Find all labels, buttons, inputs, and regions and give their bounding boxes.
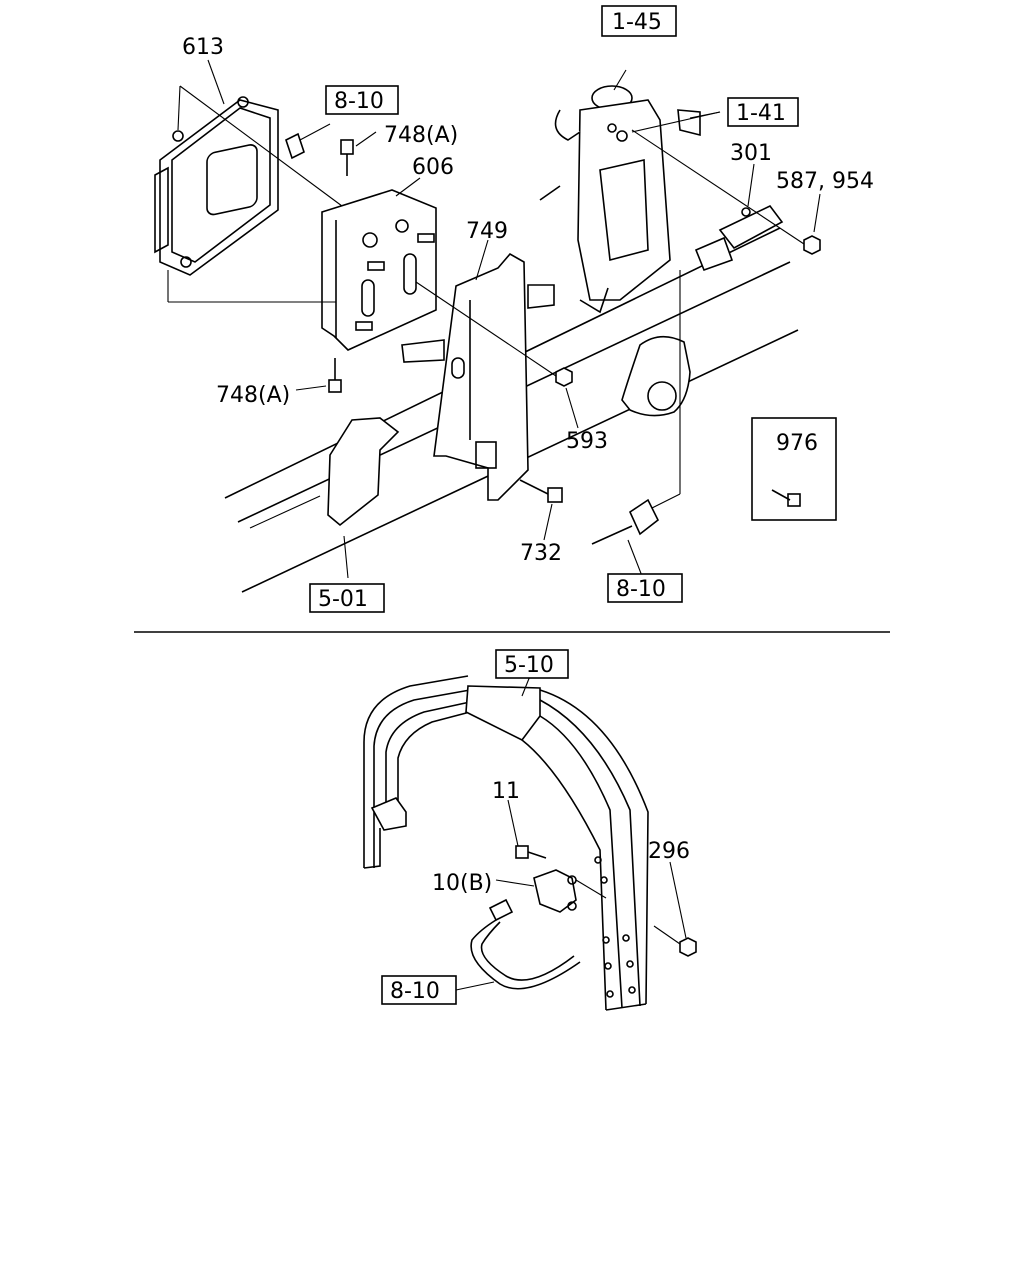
lead-wire <box>470 898 581 990</box>
ref-5-01: 5-01 <box>318 587 368 612</box>
fuel-filter-assembly <box>539 85 701 314</box>
leader-lines-upper <box>167 59 821 579</box>
callout-748a-top: 748(A) <box>384 123 458 148</box>
nut-587-954 <box>803 235 821 255</box>
ref-8-10-mid: 8-10 <box>616 577 666 602</box>
control-unit-613 <box>154 96 279 276</box>
callout-976: 976 <box>776 431 818 456</box>
ref-box-1-41 <box>727 97 799 127</box>
ref-5-10: 5-10 <box>504 653 554 678</box>
inset-box-976 <box>751 417 837 521</box>
callout-749: 749 <box>466 219 508 244</box>
callout-748a-bottom: 748(A) <box>216 383 290 408</box>
ref-1-45: 1-45 <box>612 10 662 35</box>
callout-11: 11 <box>492 779 520 804</box>
ref-box-5-01 <box>309 583 385 613</box>
bolt-748a-bottom <box>328 358 342 393</box>
callout-10b: 10(B) <box>432 871 492 896</box>
bolt-11 <box>515 845 547 859</box>
callout-732: 732 <box>520 541 562 566</box>
ref-box-8-10-mid <box>607 573 683 603</box>
callout-301: 301 <box>730 141 772 166</box>
sensor-10b <box>533 869 577 913</box>
bracket-606 <box>321 189 437 351</box>
nut-296 <box>679 937 697 957</box>
callout-606: 606 <box>412 155 454 180</box>
bolt-732 <box>519 479 563 503</box>
connector-top <box>285 123 331 160</box>
ref-box-1-45 <box>601 5 677 37</box>
callout-593: 593 <box>566 429 608 454</box>
harness-301 <box>651 204 784 509</box>
sensor-lead <box>591 498 660 545</box>
callout-587-954: 587, 954 <box>776 169 874 194</box>
callout-613: 613 <box>182 35 224 60</box>
ref-8-10-bottom: 8-10 <box>390 979 440 1004</box>
leader-lines-lower <box>455 675 687 991</box>
bracket-749 <box>401 252 555 501</box>
callout-296: 296 <box>648 839 690 864</box>
fuel-tank-band <box>363 675 649 1011</box>
ref-box-8-10-top <box>325 85 399 115</box>
bolt-748a-top <box>340 139 354 176</box>
ref-box-8-10-bottom <box>381 975 457 1005</box>
ref-1-41: 1-41 <box>736 101 786 126</box>
nut-593 <box>555 367 573 387</box>
ref-box-5-10 <box>495 649 569 679</box>
ref-8-10-top: 8-10 <box>334 89 384 114</box>
